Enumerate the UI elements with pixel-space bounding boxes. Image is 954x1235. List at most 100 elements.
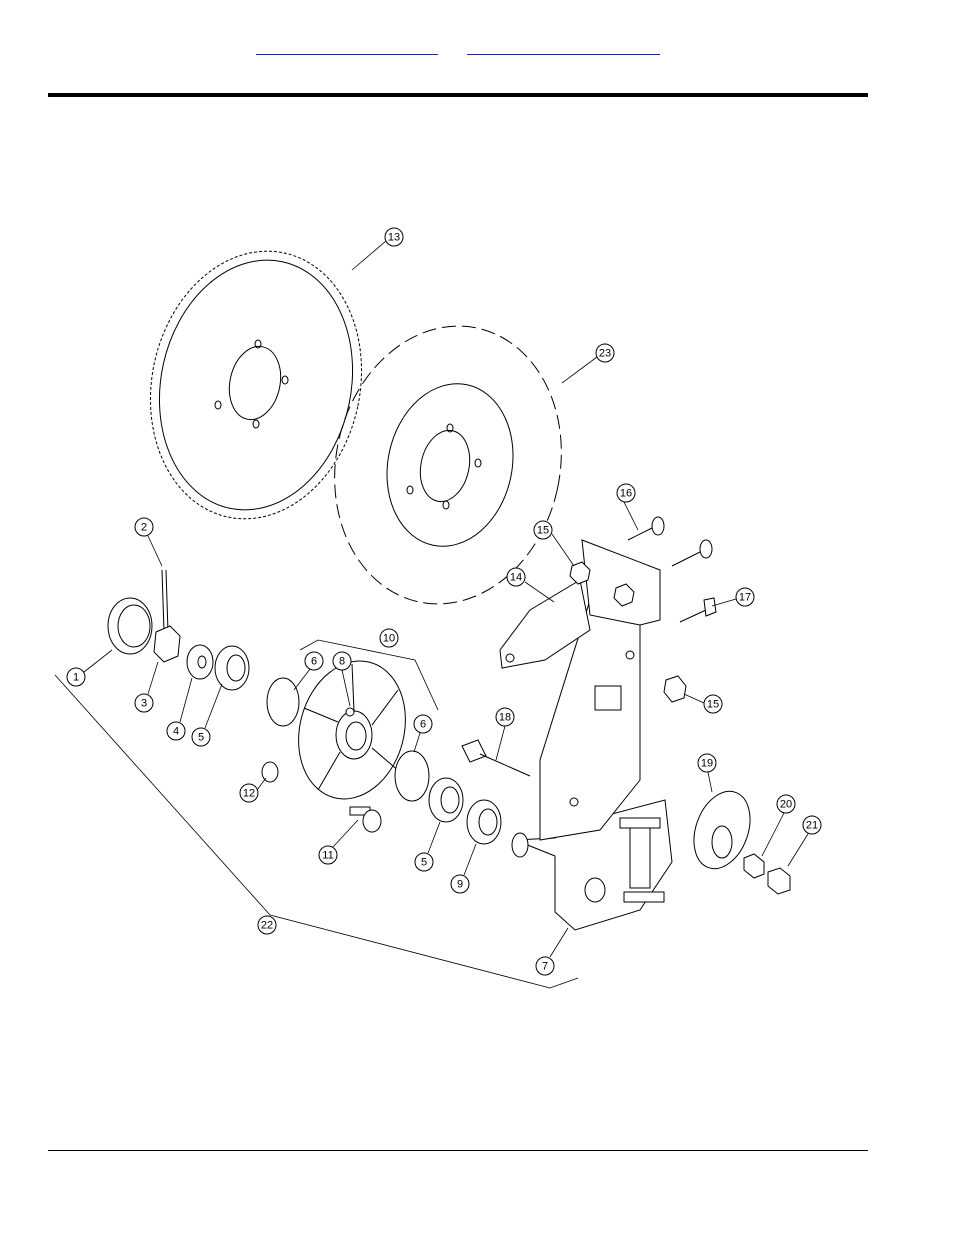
cotter-pin [161, 569, 169, 633]
callout-15: 15 [703, 694, 723, 714]
callout-circle [413, 714, 433, 734]
callout-number: 14 [510, 572, 522, 584]
callout-13: 13 [384, 227, 404, 247]
callout-16: 16 [616, 483, 636, 503]
callout-number: 4 [173, 726, 179, 738]
callout-number: 1 [73, 672, 79, 684]
notched-disc [149, 250, 363, 520]
flange-nut-upper [569, 561, 591, 585]
callout-circle [134, 693, 154, 713]
callout-circle [414, 852, 434, 872]
callout-17: 17 [735, 587, 755, 607]
header-link-1[interactable] [256, 40, 438, 55]
grease-zerk [345, 707, 355, 717]
callout-7: 7 [535, 956, 555, 976]
callout-4: 4 [166, 721, 186, 741]
callout-number: 2 [141, 522, 147, 534]
callout-circle [595, 343, 615, 363]
seal [466, 799, 502, 845]
callout-6: 6 [304, 651, 324, 671]
callout-3: 3 [134, 693, 154, 713]
scraper [693, 790, 751, 870]
callout-circle [703, 694, 723, 714]
callout-number: 12 [243, 788, 255, 800]
callout-number: 5 [198, 732, 204, 744]
callout-number: 22 [261, 920, 273, 932]
hub-nut [261, 761, 279, 783]
callout-number: 23 [599, 348, 611, 360]
hub-bolt [349, 806, 382, 833]
callout-number: 20 [780, 799, 792, 811]
callout-21: 21 [802, 815, 822, 835]
hex-nut [767, 867, 791, 895]
callout-19: 19 [697, 753, 717, 773]
assembly-bracket [54, 674, 579, 989]
callout-number: 17 [739, 592, 751, 604]
castle-nut [153, 625, 181, 663]
callout-10: 10 [379, 628, 399, 648]
callout-14: 14 [506, 567, 526, 587]
jam-nut [743, 853, 765, 879]
hub-bracket [299, 639, 439, 711]
callout-circle [506, 567, 526, 587]
callout-circle [191, 727, 211, 747]
callout-12: 12 [239, 783, 259, 803]
callout-8: 8 [332, 651, 352, 671]
callout-circle [166, 721, 186, 741]
callout-number: 6 [311, 656, 317, 668]
callout-6: 6 [413, 714, 433, 734]
callout-number: 11 [322, 850, 333, 862]
callout-1: 1 [66, 667, 86, 687]
wavy-disc [334, 325, 562, 605]
callout-5: 5 [414, 852, 434, 872]
callout-23: 23 [595, 343, 615, 363]
leader-lines [83, 240, 809, 958]
callout-circle [379, 628, 399, 648]
flange-nut-lower [663, 675, 687, 703]
bearing-cone-outer [214, 645, 250, 691]
callout-number: 13 [388, 232, 400, 244]
header-link-2[interactable] [467, 40, 660, 55]
callout-circle [384, 227, 404, 247]
callout-22: 22 [257, 915, 277, 935]
callout-number: 21 [806, 820, 818, 832]
callout-number: 7 [542, 961, 548, 973]
callout-2: 2 [134, 517, 154, 537]
callout-circle [66, 667, 86, 687]
callout-circle [697, 753, 717, 773]
callout-20: 20 [776, 794, 796, 814]
carriage-bolt-middle [671, 539, 713, 567]
carriage-bolt-top [627, 516, 665, 541]
callout-circle [495, 707, 515, 727]
hub-cap [107, 597, 153, 655]
callout-circle [616, 483, 636, 503]
callout-circle [239, 783, 259, 803]
hub [298, 660, 406, 800]
callout-number: 15 [707, 699, 719, 711]
callout-number: 8 [339, 656, 345, 668]
callout-circle [450, 874, 470, 894]
mounting-plate [499, 539, 661, 841]
spindle-arm [511, 799, 673, 931]
callout-circle [533, 520, 553, 540]
callout-number: 16 [620, 488, 632, 500]
callout-15: 15 [533, 520, 553, 540]
bearing-cup-outer [266, 677, 300, 727]
callout-circle [134, 517, 154, 537]
callout-number: 9 [457, 879, 463, 891]
hex-bolt-18 [461, 739, 531, 777]
callout-number: 10 [383, 633, 395, 645]
callout-number: 6 [420, 719, 426, 731]
callout-circle [776, 794, 796, 814]
callout-circle [318, 845, 338, 865]
callout-number: 18 [499, 712, 511, 724]
callout-9: 9 [450, 874, 470, 894]
callout-circle [735, 587, 755, 607]
washer [186, 644, 214, 680]
header-rule [48, 93, 868, 97]
callout-number: 15 [537, 525, 549, 537]
callout-circle [802, 815, 822, 835]
callout-number: 3 [141, 698, 147, 710]
